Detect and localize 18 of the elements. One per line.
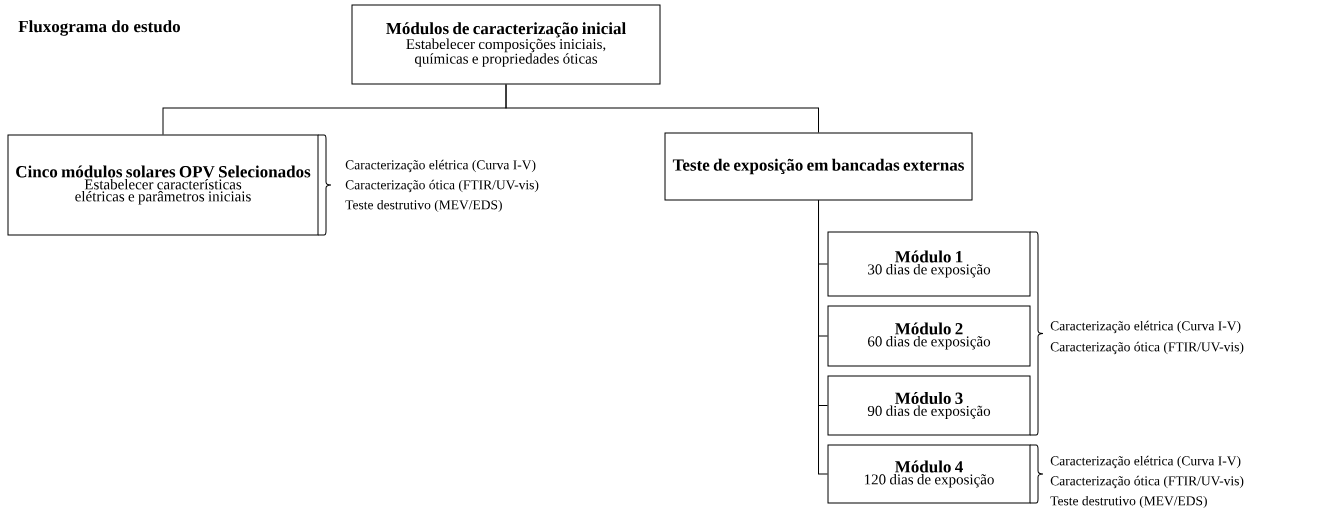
- annotation-text: Caracterização ótica (FTIR/UV-vis): [1050, 341, 1244, 355]
- connector-line: [505, 84, 819, 133]
- annotation-text: Caracterização elétrica (Curva I-V): [345, 159, 536, 173]
- process-box: Módulo 1 30 dias de exposição: [827, 231, 1031, 297]
- annotation-text: Caracterização ótica (FTIR/UV-vis): [345, 179, 539, 193]
- annotation-text: Teste destrutivo (MEV/EDS): [345, 199, 502, 213]
- annotation-text: Caracterização elétrica (Curva I-V): [1050, 455, 1241, 469]
- annotation-text: Caracterização elétrica (Curva I-V): [1050, 320, 1241, 334]
- process-box: Módulos de caracterização inicial Estabelecer composições iniciais, químicas e propriedades óticas: [351, 4, 661, 85]
- connector-line: [818, 200, 828, 475]
- process-box: Teste de exposição em bancadas externas: [664, 132, 973, 201]
- diagram-title: Fluxograma do estudo: [18, 20, 180, 36]
- annotation-text: Teste destrutivo (MEV/EDS): [1050, 495, 1207, 509]
- annotation-text: Caracterização ótica (FTIR/UV-vis): [1050, 475, 1244, 489]
- process-box: Cinco módulos solares OPV Selecionados Estabelecer características elétricas e parâmetros iniciais: [7, 134, 319, 236]
- process-box: Módulo 2 60 dias de exposição: [827, 305, 1031, 367]
- process-box: Módulo 4 120 dias de exposição: [827, 444, 1031, 504]
- process-box: Módulo 3 90 dias de exposição: [827, 375, 1031, 436]
